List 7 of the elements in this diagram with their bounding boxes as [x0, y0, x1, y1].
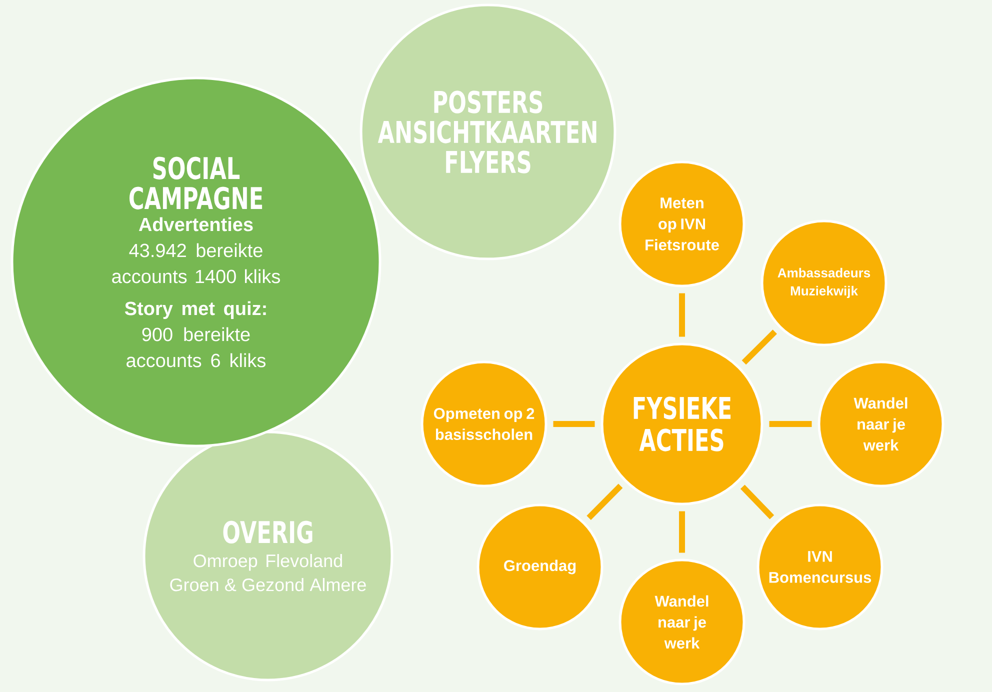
connector-line: [769, 421, 812, 427]
connector-line: [679, 511, 685, 553]
connector-line: [553, 421, 595, 427]
connector-line: [679, 293, 685, 337]
connector-line: [586, 484, 623, 520]
connector-line: [742, 330, 777, 365]
connector-line: [740, 484, 774, 520]
